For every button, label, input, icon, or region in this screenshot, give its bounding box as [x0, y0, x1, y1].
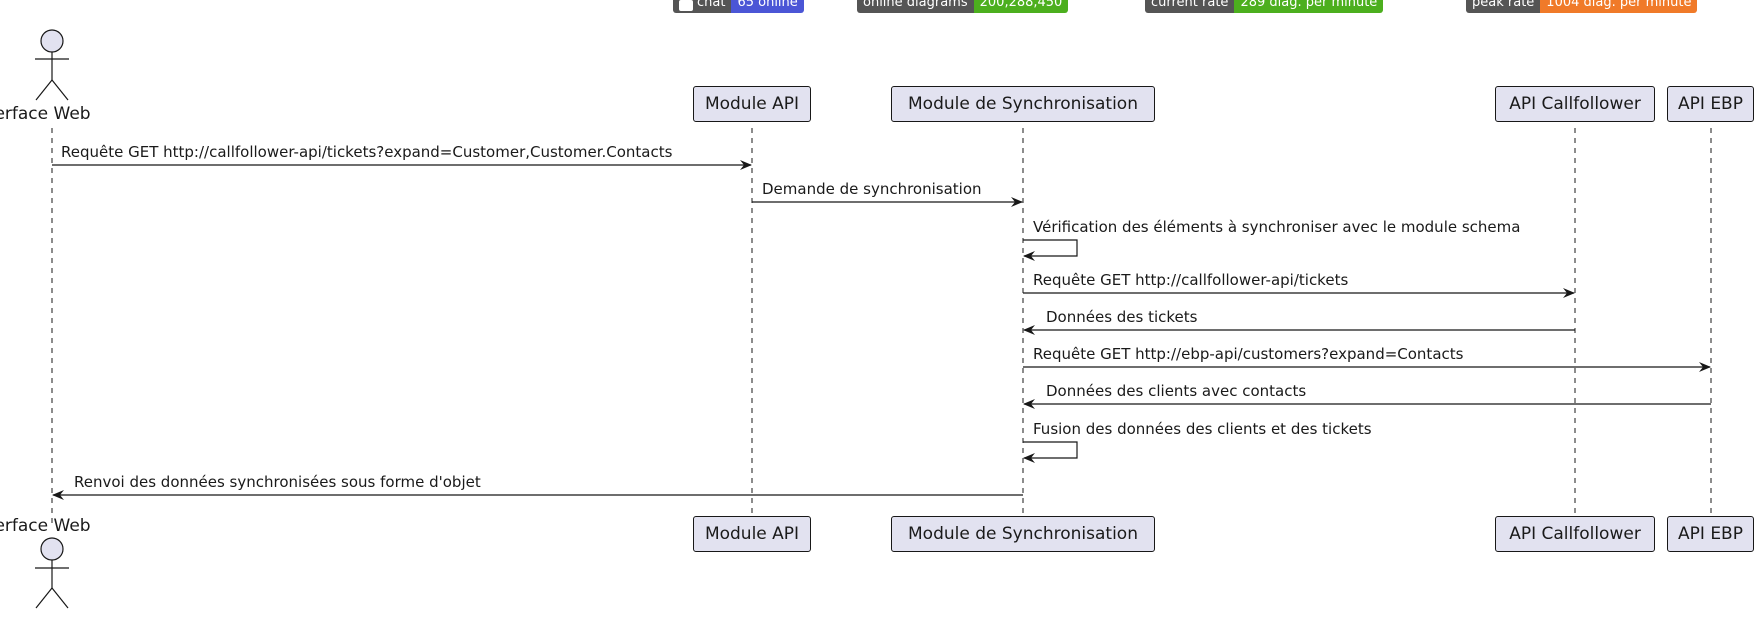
current-rate-key: current rate: [1145, 0, 1235, 13]
actor-web-top-icon: [35, 29, 69, 101]
message-label-1: Requête GET http://callfollower-api/tick…: [61, 143, 673, 161]
participant-sync-bottom[interactable]: Module de Synchronisation: [891, 516, 1155, 552]
online-diagrams-key: online diagrams: [857, 0, 974, 13]
participant-ebp-top[interactable]: API EBP: [1667, 86, 1754, 122]
peak-rate-key: peak rate: [1466, 0, 1541, 13]
chat-badge-value: 65 online: [731, 0, 804, 13]
peak-rate-value: 1004 diag. per minute: [1540, 0, 1698, 13]
online-diagrams-badge[interactable]: online diagrams 200,288,450: [857, 0, 1069, 13]
participant-callfollower-top[interactable]: API Callfollower: [1495, 86, 1655, 122]
message-label-8: Fusion des données des clients et des ti…: [1033, 420, 1372, 438]
message-label-3: Vérification des éléments à synchroniser…: [1033, 218, 1521, 236]
message-label-4: Requête GET http://callfollower-api/tick…: [1033, 271, 1349, 289]
message-label-2: Demande de synchronisation: [762, 180, 982, 198]
chat-icon: [679, 0, 693, 11]
message-label-5: Données des tickets: [1046, 308, 1198, 326]
participant-ebp-bottom[interactable]: API EBP: [1667, 516, 1754, 552]
participant-api-bottom[interactable]: Module API: [693, 516, 811, 552]
chat-badge[interactable]: chat 65 online: [673, 0, 804, 13]
participant-callfollower-bottom[interactable]: API Callfollower: [1495, 516, 1655, 552]
message-label-7: Données des clients avec contacts: [1046, 382, 1307, 400]
arrow-8-self: [1023, 441, 1078, 463]
peak-rate-badge[interactable]: peak rate 1004 diag. per minute: [1466, 0, 1698, 13]
message-label-9: Renvoi des données synchronisées sous fo…: [74, 473, 481, 491]
chat-badge-key: chat: [697, 0, 726, 10]
message-label-6: Requête GET http://ebp-api/customers?exp…: [1033, 345, 1464, 363]
current-rate-value: 289 diag. per minute: [1234, 0, 1384, 13]
online-diagrams-value: 200,288,450: [973, 0, 1069, 13]
participant-sync-top[interactable]: Module de Synchronisation: [891, 86, 1155, 122]
actor-web-top-label: Interface Web: [0, 104, 91, 124]
participant-api-top[interactable]: Module API: [693, 86, 811, 122]
actor-web-bottom-label: Interface Web: [0, 516, 91, 536]
arrow-3-self: [1023, 239, 1078, 261]
current-rate-badge[interactable]: current rate 289 diag. per minute: [1145, 0, 1384, 13]
actor-web-bottom-icon: [35, 537, 69, 609]
